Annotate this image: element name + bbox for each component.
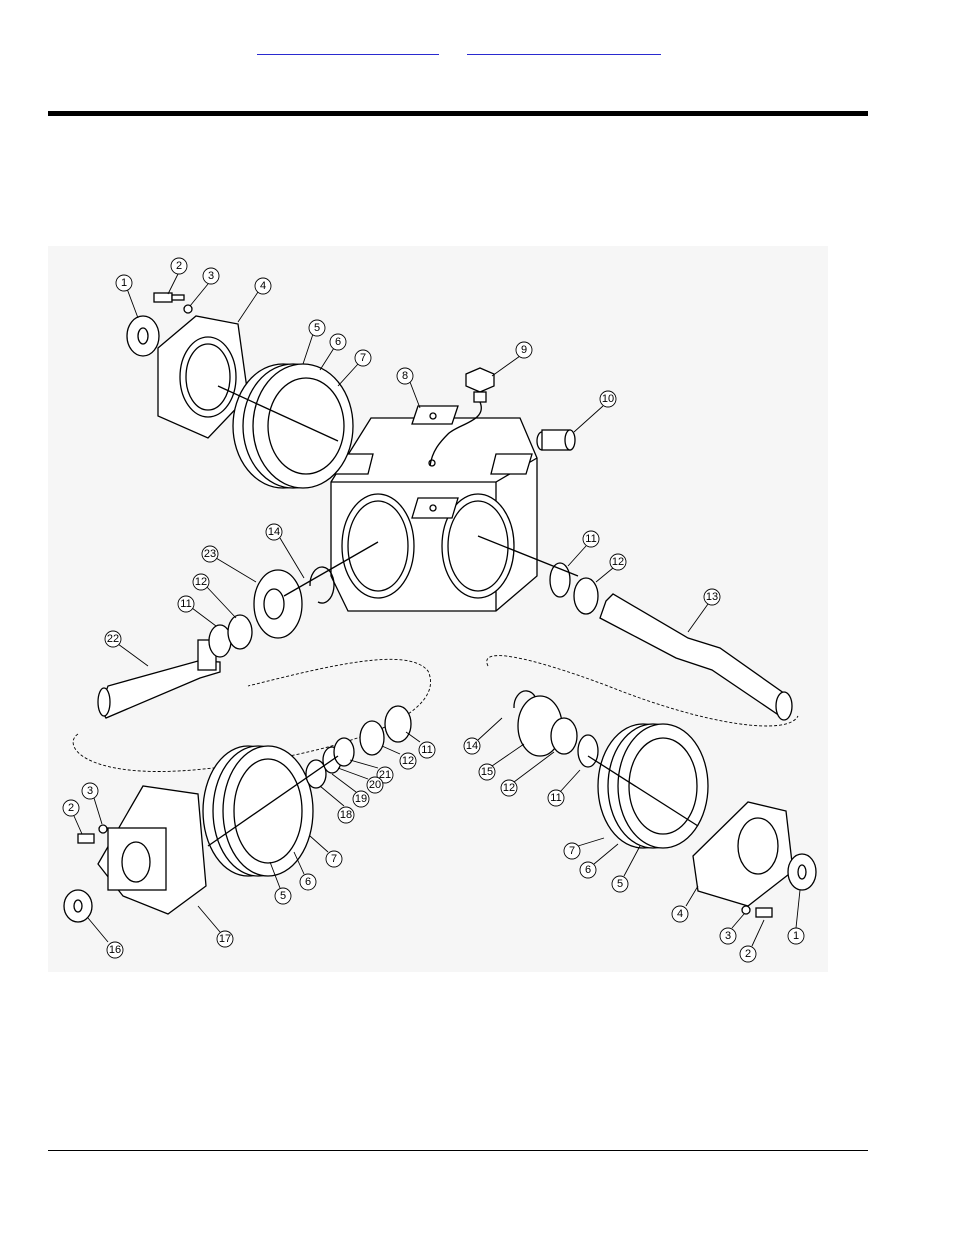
callout-16: 16 <box>87 917 124 959</box>
svg-text:11: 11 <box>421 744 432 756</box>
callout-19: 19 <box>331 773 370 808</box>
left-shaft-assembly <box>97 541 379 719</box>
svg-text:13: 13 <box>706 591 718 603</box>
callout-6-right: 6 <box>579 843 619 879</box>
svg-text:4: 4 <box>260 280 266 292</box>
callout-2-lower-left: 2 <box>62 799 83 835</box>
lower-left-assembly <box>63 705 412 923</box>
callout-6-left: 6 <box>293 851 317 891</box>
svg-text:14: 14 <box>466 740 478 752</box>
svg-text:2: 2 <box>176 260 182 272</box>
gearbox-housing <box>330 405 538 612</box>
svg-text:1: 1 <box>793 930 799 942</box>
callout-14-left: 14 <box>265 523 305 579</box>
callout-2: 2 <box>167 257 188 295</box>
gearbox-exploded-diagram: 1 2 3 4 5 6 7 8 9 10 11 12 13 14 22 23 1… <box>48 246 828 972</box>
callout-3-right: 3 <box>719 913 745 945</box>
callout-6: 6 <box>319 333 347 371</box>
callout-7-right: 7 <box>563 837 605 860</box>
svg-text:7: 7 <box>331 853 337 865</box>
callout-10: 10 <box>573 390 617 433</box>
callout-12-right: 12 <box>595 553 627 583</box>
callout-2-right: 2 <box>739 919 765 963</box>
svg-text:21: 21 <box>379 769 391 781</box>
svg-text:9: 9 <box>521 344 527 356</box>
svg-text:2: 2 <box>745 948 751 960</box>
callout-18: 18 <box>319 785 355 824</box>
svg-text:7: 7 <box>569 845 575 857</box>
callout-15: 15 <box>478 743 525 781</box>
callout-9: 9 <box>491 341 533 377</box>
callout-5-left: 5 <box>269 861 292 905</box>
callout-8: 8 <box>396 367 421 409</box>
svg-text:18: 18 <box>340 809 352 821</box>
svg-text:11: 11 <box>585 533 596 545</box>
svg-text:5: 5 <box>617 878 623 890</box>
right-shaft-assembly <box>477 535 793 721</box>
svg-text:11: 11 <box>550 792 561 804</box>
svg-text:6: 6 <box>335 336 341 348</box>
callout-12-left: 12 <box>192 573 237 619</box>
callout-17: 17 <box>197 905 234 948</box>
svg-text:17: 17 <box>219 933 231 945</box>
footer-rule <box>48 1150 868 1151</box>
callout-3: 3 <box>189 267 220 307</box>
svg-text:8: 8 <box>402 370 408 382</box>
callout-13: 13 <box>687 588 721 633</box>
svg-text:6: 6 <box>305 876 311 888</box>
svg-text:1: 1 <box>121 277 127 289</box>
svg-text:22: 22 <box>107 633 119 645</box>
callout-12-lower-right: 12 <box>500 751 555 797</box>
callout-11-lower-right: 11 <box>547 769 581 807</box>
callout-20: 20 <box>337 767 384 794</box>
callout-4: 4 <box>237 277 272 323</box>
callout-bubbles: 1 2 3 4 5 6 7 8 9 10 11 12 13 14 22 23 1… <box>62 257 805 963</box>
callout-12-lower: 12 <box>381 745 417 770</box>
svg-text:15: 15 <box>481 766 493 778</box>
svg-text:4: 4 <box>677 908 683 920</box>
svg-text:5: 5 <box>314 322 320 334</box>
svg-text:5: 5 <box>280 890 286 902</box>
callout-11-left: 11 <box>177 595 217 627</box>
svg-text:12: 12 <box>195 576 207 588</box>
svg-text:16: 16 <box>109 944 121 956</box>
callout-3-lower-left: 3 <box>81 782 103 825</box>
callout-7: 7 <box>337 349 372 387</box>
svg-text:3: 3 <box>208 270 214 282</box>
callout-7-left: 7 <box>309 835 343 868</box>
top-left-assembly <box>126 292 354 489</box>
svg-text:6: 6 <box>585 864 591 876</box>
callout-14-right: 14 <box>463 717 503 755</box>
callout-23: 23 <box>201 545 257 583</box>
svg-text:14: 14 <box>268 526 280 538</box>
svg-text:20: 20 <box>369 779 381 791</box>
breather-and-plug <box>429 367 576 467</box>
callout-5-right: 5 <box>611 845 641 893</box>
svg-text:2: 2 <box>68 802 74 814</box>
callout-4-right: 4 <box>671 885 699 923</box>
callout-1: 1 <box>115 274 139 319</box>
svg-text:10: 10 <box>602 393 614 405</box>
callout-11-lower: 11 <box>405 731 436 759</box>
svg-text:12: 12 <box>612 556 624 568</box>
nav-link-2[interactable] <box>467 42 661 55</box>
callout-1-right: 1 <box>787 889 805 945</box>
svg-text:12: 12 <box>402 755 414 767</box>
svg-text:3: 3 <box>87 785 93 797</box>
callout-21: 21 <box>349 759 394 784</box>
svg-text:11: 11 <box>180 598 191 610</box>
svg-text:3: 3 <box>725 930 731 942</box>
nav-link-1[interactable] <box>257 42 439 55</box>
svg-text:23: 23 <box>204 548 216 560</box>
callout-11-right: 11 <box>567 530 600 567</box>
svg-text:12: 12 <box>503 782 515 794</box>
svg-text:19: 19 <box>355 793 367 805</box>
svg-text:7: 7 <box>360 352 366 364</box>
callout-5: 5 <box>302 319 326 365</box>
lower-right-assembly <box>513 690 817 918</box>
callout-22: 22 <box>104 630 149 667</box>
header-rule <box>48 111 868 116</box>
